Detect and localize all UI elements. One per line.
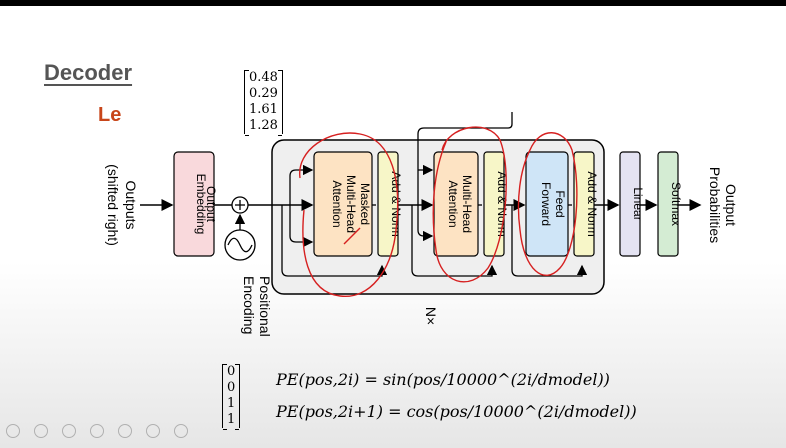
top-vector-matrix: 0.48 0.29 1.61 1.28 [244, 70, 283, 136]
output-probabilities-label: Output [723, 184, 739, 226]
output-embedding-label: Output [204, 186, 218, 223]
vector-value: 1 [227, 412, 236, 427]
vector-value: 1 [227, 396, 236, 411]
masked-mha-label: Attention [330, 180, 344, 227]
control-icon[interactable] [146, 424, 160, 438]
bottom-vector-matrix: 0 0 1 1 [222, 364, 241, 430]
masked-mha-label: Multi-Head [344, 175, 358, 233]
pe-sin-formula: PE(pos,2i) = sin(pos/10000^(2i/dmodel)) [276, 370, 610, 389]
feed-forward-label: Feed [553, 190, 567, 217]
outputs-shifted-label: (shifted right) [105, 164, 121, 246]
player-controls [6, 424, 188, 438]
feed-forward-box [525, 151, 569, 257]
vector-value: 0 [227, 364, 236, 379]
output-embedding-label: Embedding [194, 174, 208, 235]
add-norm-box-3 [573, 151, 595, 257]
linear-box [619, 151, 641, 257]
masked-mha-label: Masked [358, 183, 372, 225]
vector-value: 0 [227, 380, 236, 395]
outputs-label: Outputs [123, 180, 139, 229]
control-icon[interactable] [118, 424, 132, 438]
pe-cos-formula: PE(pos,2i+1) = cos(pos/10000^(2i/dmodel)… [276, 402, 637, 421]
output-embedding-box [173, 151, 215, 257]
mha-label: Multi-Head [460, 175, 474, 233]
handwritten-subtitle: Le [98, 104, 122, 126]
feed-forward-label: Forward [539, 182, 553, 226]
softmax-label: Softmax [669, 182, 683, 226]
control-icon[interactable] [90, 424, 104, 438]
control-icon[interactable] [174, 424, 188, 438]
output-probabilities-label: Probabilities [707, 167, 723, 243]
add-norm-label: Add & Norm [389, 171, 403, 236]
top-black-bar [0, 0, 786, 6]
nx-label: N× [423, 307, 439, 325]
vector-value: 1.28 [249, 118, 278, 133]
vector-value: 1.61 [249, 102, 278, 117]
linear-label: Linear [631, 187, 645, 220]
vector-value: 0.29 [249, 86, 278, 101]
control-icon[interactable] [6, 424, 20, 438]
positional-encoding-label: Encoding [241, 276, 257, 334]
pe-sin-text: PE(pos,2i) = sin(pos/10000^(2i/dmodel)) [276, 370, 610, 389]
mha-label: Attention [446, 180, 460, 227]
control-icon[interactable] [62, 424, 76, 438]
add-norm-label: Add & Norm [585, 171, 599, 236]
add-norm-label: Add & Norm [495, 171, 509, 236]
softmax-box [657, 151, 679, 257]
vector-value: 0.48 [249, 70, 278, 85]
handwritten-annotations [299, 126, 578, 297]
slide-title: Decoder [44, 60, 133, 85]
pe-cos-text: PE(pos,2i+1) = cos(pos/10000^(2i/dmodel)… [276, 402, 637, 421]
positional-encoding-label: Positional [257, 276, 273, 337]
control-icon[interactable] [34, 424, 48, 438]
